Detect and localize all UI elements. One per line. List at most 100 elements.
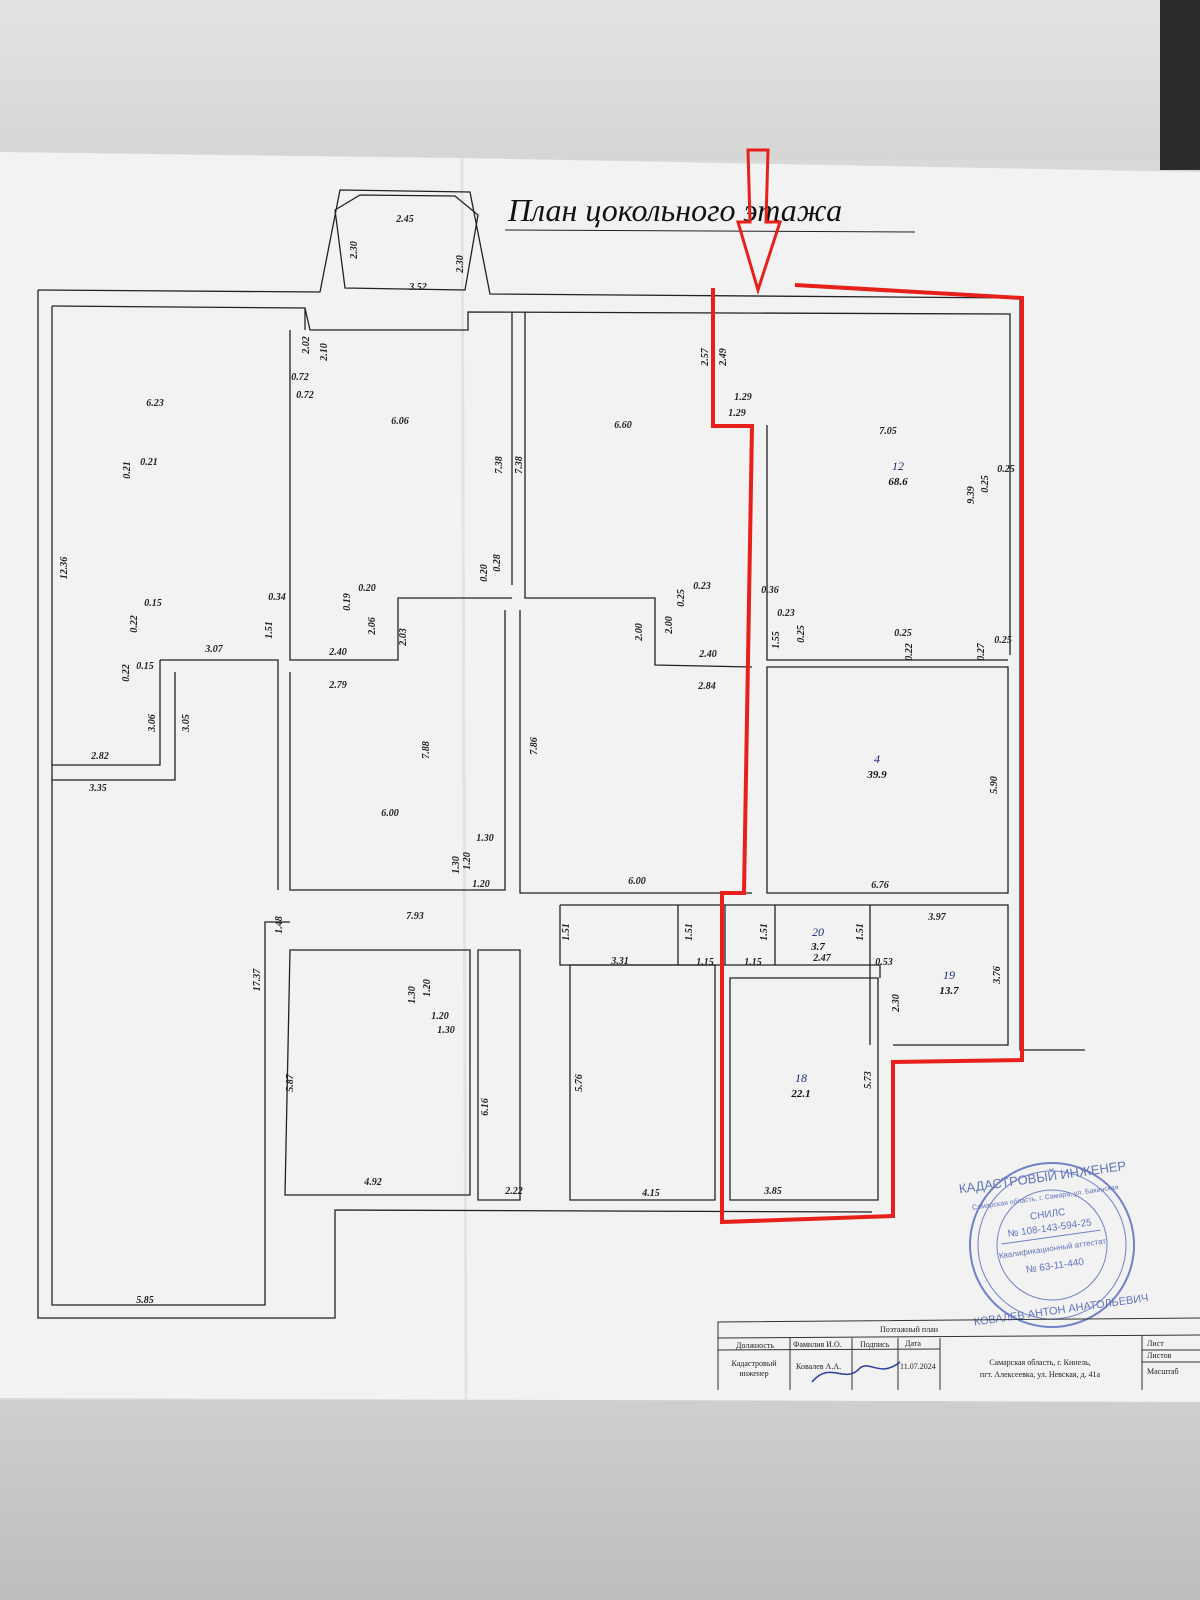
wall-segment — [51, 306, 290, 1306]
dimension-label: 1.20 — [472, 879, 490, 890]
table-surface — [0, 1400, 1200, 1600]
dimension-label: 2.84 — [697, 681, 716, 692]
dimension-label: 5.90 — [989, 776, 1000, 794]
dimension-label: 3.35 — [88, 783, 107, 794]
dimension-label: 12.36 — [59, 557, 70, 580]
dimension-label: 0.25 — [894, 628, 912, 639]
dimension-label: 2.79 — [328, 680, 347, 691]
red-arrow-icon — [735, 148, 783, 296]
room-area: 39.9 — [866, 769, 887, 781]
dimension-label: 0.25 — [980, 475, 991, 493]
dimension-label: 3.31 — [610, 956, 629, 967]
dimension-label: 2.30 — [349, 241, 360, 260]
dimension-label: 1.51 — [759, 923, 770, 941]
dimension-label: 7.05 — [879, 426, 897, 437]
red-outline — [711, 283, 1024, 1225]
dimension-label: 0.25 — [994, 635, 1012, 646]
room-12-label: 12 68.6 — [888, 459, 908, 488]
title-underline — [504, 229, 916, 233]
room-4-label: 4 39.9 — [866, 752, 887, 781]
dimension-label: 0.25 — [796, 625, 807, 643]
red-highlight-outline — [711, 148, 1024, 1225]
dimension-label: 0.25 — [676, 589, 687, 607]
dimension-label: 2.57 — [700, 347, 711, 367]
dimension-label: 1.48 — [274, 916, 285, 934]
dimension-label: 7.38 — [494, 456, 505, 474]
dimension-label: 1.15 — [696, 957, 714, 968]
dimension-label: 2.22 — [504, 1186, 523, 1197]
dimension-label: 1.51 — [561, 923, 572, 941]
wall-segment — [766, 425, 1008, 661]
stamp-snils-label: СНИЛС — [1029, 1207, 1066, 1223]
dimension-label: 0.20 — [358, 583, 376, 594]
dimension-label: 2.00 — [664, 616, 675, 635]
wall-segment — [334, 194, 479, 291]
title-block — [717, 1317, 1200, 1390]
wall-segment — [477, 949, 521, 1201]
dimension-label: 1.29 — [728, 408, 746, 419]
dimension-label: 7.38 — [514, 456, 525, 474]
dimension-label: 3.85 — [763, 1186, 782, 1197]
wall-segment — [524, 312, 753, 668]
dimension-label: 0.23 — [693, 581, 711, 592]
col-position: Должность — [736, 1341, 774, 1350]
room-number: 18 — [795, 1071, 807, 1085]
dimension-label: 6.00 — [628, 876, 646, 887]
address-line1: Самарская область, г. Кинель, — [989, 1358, 1091, 1367]
room-18-label: 18 22.1 — [790, 1071, 810, 1100]
dimension-label: 2.02 — [301, 336, 312, 355]
dimension-label: 1.30 — [451, 856, 462, 874]
dimension-label: 3.97 — [927, 912, 947, 923]
dimension-label: 1.55 — [771, 631, 782, 649]
dimension-label: 2.45 — [395, 214, 414, 225]
wall-segment — [289, 610, 506, 891]
wall-segment — [284, 949, 471, 1196]
dimension-label: 2.49 — [718, 348, 729, 367]
plan-title: План цокольного этажа — [507, 192, 842, 228]
dimension-label: 1.51 — [684, 923, 695, 941]
dimension-label: 1.30 — [476, 833, 494, 844]
col-signature: Подпись — [860, 1340, 890, 1349]
dimension-label: 1.20 — [422, 979, 433, 997]
wall-segment — [729, 977, 879, 1201]
dimension-label: 0.21 — [122, 461, 133, 479]
dimension-label: 7.88 — [421, 741, 432, 759]
dimension-label: 6.06 — [391, 416, 409, 427]
dimension-label: 0.53 — [875, 957, 893, 968]
dimension-label: 6.16 — [480, 1098, 491, 1116]
dimension-label: 1.20 — [431, 1011, 449, 1022]
dimension-label: 0.19 — [342, 593, 353, 611]
dimension-label: 2.47 — [812, 953, 832, 964]
dimension-label: 0.23 — [777, 608, 795, 619]
dimension-label: 0.36 — [761, 585, 779, 596]
dimension-label: 0.28 — [492, 554, 503, 572]
scale-label: Масштаб — [1147, 1367, 1179, 1376]
room-number: 4 — [874, 752, 880, 766]
dimension-label: 2.30 — [455, 255, 466, 274]
room-20-label: 20 3.7 — [810, 925, 825, 953]
dimension-label: 0.27 — [976, 642, 987, 661]
dimension-label: 2.06 — [367, 617, 378, 636]
dimension-label: 1.30 — [437, 1025, 455, 1036]
paper-fold — [460, 157, 468, 1401]
wall-segment — [766, 666, 1009, 894]
dimension-label: 1.30 — [407, 986, 418, 1004]
dimension-label: 6.60 — [614, 420, 632, 431]
background-surface — [0, 0, 1200, 160]
room-area: 3.7 — [810, 941, 825, 953]
dimension-label: 0.22 — [129, 615, 140, 633]
dimension-label: 2.40 — [328, 647, 347, 658]
sheet-label: Лист — [1147, 1339, 1164, 1348]
wall-segment — [37, 290, 873, 1319]
col-date: Дата — [905, 1339, 921, 1348]
dimension-label: 7.86 — [529, 737, 540, 755]
room-19-label: 19 13.7 — [939, 968, 959, 997]
dimension-label: 0.25 — [997, 464, 1015, 475]
room-area: 22.1 — [790, 1088, 810, 1100]
dimension-label: 1.20 — [462, 852, 473, 870]
dimension-label: 3.05 — [181, 714, 192, 733]
